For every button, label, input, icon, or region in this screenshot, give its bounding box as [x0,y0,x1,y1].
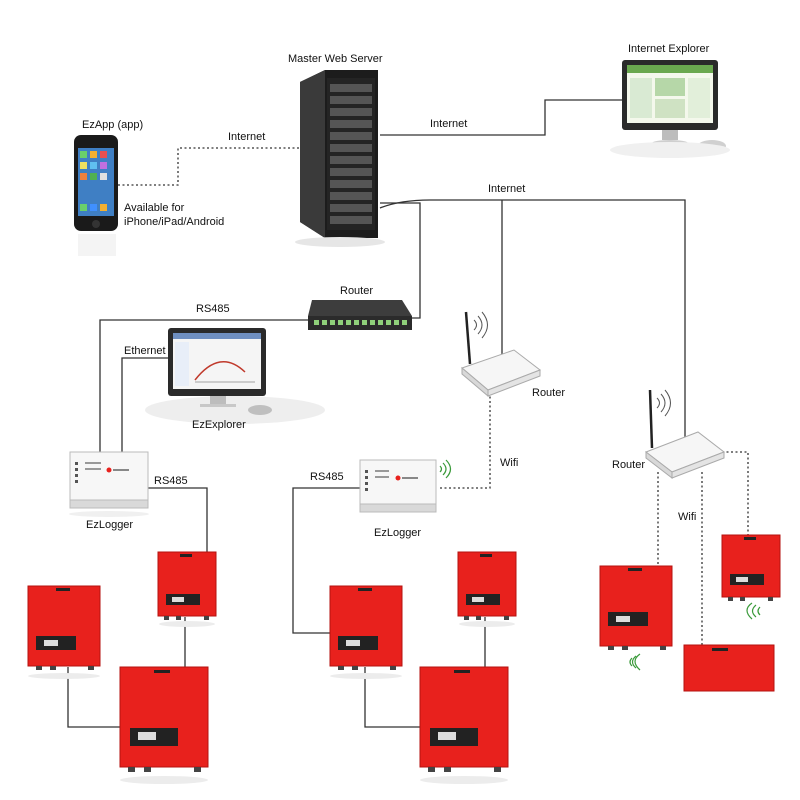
inverter-icon [599,565,673,647]
wifi-link-mid [440,395,491,489]
available-label: Available for [124,202,185,214]
rs485-link-left [148,487,208,552]
platforms-label: iPhone/iPad/Android [124,216,224,228]
internet-link-phone [118,147,302,186]
ethernet-label: Ethernet [124,345,166,357]
inverter-icon [329,585,403,667]
router-switch-label: Router [340,285,373,297]
inverter-icon [419,666,509,768]
data-logger-icon [69,451,149,517]
ezlogger-label-left: EzLogger [86,519,133,531]
inverter-icon [119,666,209,768]
wifi-signal-icon [629,653,641,671]
rs485-link-mid [292,487,360,634]
monitor-icon [145,328,325,424]
router-label-mid: Router [532,387,565,399]
inverter-link-left-2 [67,667,120,728]
internet-link-right [379,199,686,452]
monitor-icon [610,60,730,158]
network-switch-icon [308,300,412,330]
ezapp-label: EzApp (app) [82,119,143,131]
internet-label-mid: Internet [488,183,525,195]
wifi-label-right: Wifi [678,511,696,523]
wifi-signal-icon [439,459,452,479]
internet-link-explorer [380,99,622,136]
ezexplorer-label: EzExplorer [192,419,246,431]
wifi-signal-icon [746,602,761,620]
inverter-link-mid-2 [364,667,420,728]
rs485-label-top: RS485 [196,303,230,315]
rs485-label-left: RS485 [154,475,188,487]
wifi-router-icon [644,389,726,480]
ezlogger-label-mid: EzLogger [374,527,421,539]
inverter-icon [683,644,775,692]
wifi-label-mid: Wifi [500,457,518,469]
internet-label-right: Internet [430,118,467,130]
inverter-icon [457,551,517,617]
internet-label-left: Internet [228,131,265,143]
server-rack-icon [295,70,385,247]
master-server-label: Master Web Server [288,53,383,65]
inverter-icon [157,551,217,617]
inverter-icon [27,585,101,667]
inverter-icon [721,534,781,598]
wifi-router-icon [461,311,542,398]
internet-explorer-label: Internet Explorer [628,43,710,55]
smartphone-icon [74,135,118,256]
data-logger-icon [359,459,437,513]
router-label-right: Router [612,459,645,471]
rs485-label-mid: RS485 [310,471,344,483]
rs485-link-top [99,319,308,452]
ethernet-link [121,357,172,452]
wifi-link-right-3 [722,451,749,535]
